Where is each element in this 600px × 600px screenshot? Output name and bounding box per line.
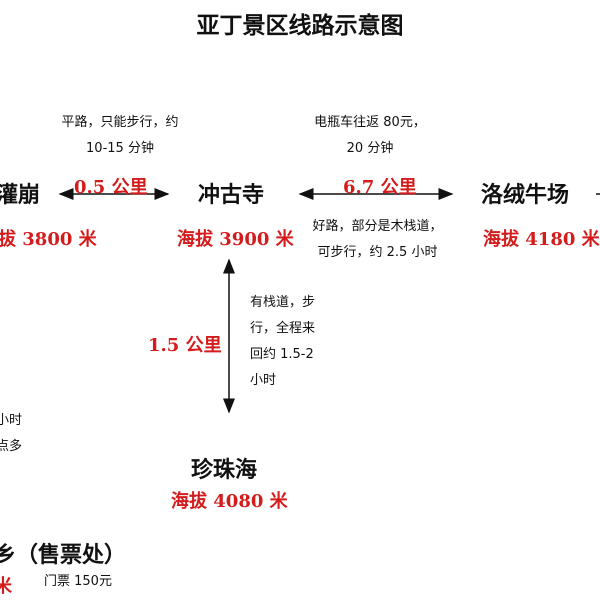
place-right-altitude: 海拔 4180 米 bbox=[483, 229, 600, 250]
ticket-price: 门票 150元 bbox=[44, 574, 112, 589]
down-route-note: 有栈道，步 行，全程来 回约 1.5-2 小时 bbox=[250, 290, 315, 394]
place-entrance-altitude: 米 bbox=[0, 576, 12, 597]
down-route-distance: 1.5 公里 bbox=[148, 335, 222, 356]
place-left-name: 灌崩 bbox=[0, 183, 41, 208]
left-route-distance: 0.5 公里 bbox=[74, 177, 148, 198]
note-line: 点多 bbox=[0, 439, 23, 454]
place-center-altitude: 海拔 3900 米 bbox=[177, 229, 294, 250]
right-route-bottom-note: 好路，部分是木栈道， 可步行，约 2.5 小时 bbox=[295, 214, 460, 266]
note-line: 10-15 分钟 bbox=[86, 141, 154, 156]
place-left-altitude: 拔 3800 米 bbox=[0, 229, 97, 250]
note-line: 小时 bbox=[0, 413, 23, 428]
right-route-distance: 6.7 公里 bbox=[343, 177, 417, 198]
note-line: 好路，部分是木栈道， bbox=[312, 219, 443, 234]
place-entrance-name: 乡（售票处） bbox=[0, 543, 127, 568]
note-line: 平路，只能步行，约 bbox=[61, 115, 179, 130]
place-center-name: 冲古寺 bbox=[198, 183, 265, 208]
note-line: 有栈道，步 bbox=[250, 295, 316, 310]
note-line: 回约 1.5-2 bbox=[250, 347, 314, 362]
note-line: 可步行，约 2.5 小时 bbox=[317, 245, 438, 260]
note-line: 行，全程来 bbox=[250, 321, 316, 336]
left-route-note: 平路，只能步行，约 10-15 分钟 bbox=[40, 110, 200, 162]
diagram-title: 亚丁景区线路示意图 bbox=[196, 12, 404, 39]
right-route-top-note: 电瓶车往返 80元， 20 分钟 bbox=[290, 110, 450, 162]
note-line: 电瓶车往返 80元， bbox=[314, 115, 426, 130]
place-bottom-name: 珍珠海 bbox=[191, 458, 258, 483]
place-right-name: 洛绒牛场 bbox=[481, 183, 570, 208]
note-line: 小时 bbox=[250, 373, 277, 388]
cut-left-note: 小时 点多 bbox=[0, 408, 22, 460]
place-bottom-altitude: 海拔 4080 米 bbox=[171, 491, 288, 512]
note-line: 20 分钟 bbox=[346, 141, 394, 156]
